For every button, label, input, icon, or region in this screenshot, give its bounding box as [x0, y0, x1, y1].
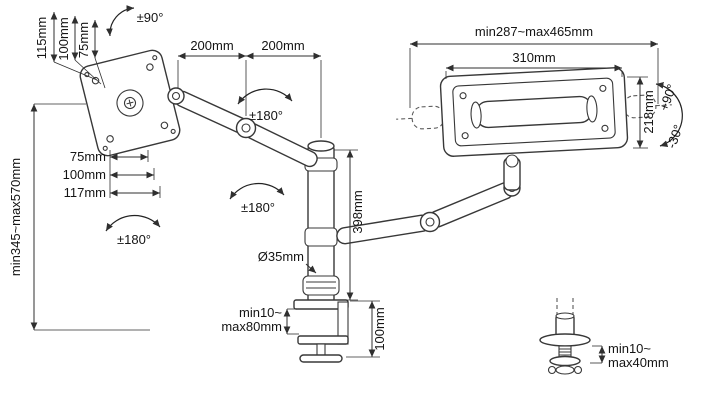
pole-diameter-label: Ø35mm: [258, 249, 304, 264]
mid-joint-rotation-label: ±180°: [241, 200, 275, 215]
vesa-dim-100-label: 100mm: [56, 17, 71, 60]
laptop-tray: [396, 67, 672, 157]
vesa-plate: [79, 49, 181, 157]
tray-width-label: 310mm: [512, 50, 555, 65]
vesa-dim-115-label: 115mm: [34, 17, 49, 59]
clamp-max-label: max80mm: [221, 319, 282, 334]
clamp-min-label: min10~: [239, 305, 282, 320]
mid-joint-arc: [229, 182, 285, 200]
clamp-knob: [299, 354, 343, 363]
tray-range-label: min287~max465mm: [475, 24, 593, 39]
rotation-arcs: [105, 5, 683, 232]
arm-segment2-label: 200mm: [261, 38, 304, 53]
grommet-flange: [539, 333, 591, 347]
vesa-swivel-arc: [105, 214, 161, 232]
grommet-max-label: max40mm: [608, 355, 669, 370]
grommet-washer: [549, 355, 581, 367]
top-joint-arc: [237, 88, 293, 105]
left-arm: [167, 87, 318, 168]
grommet-mount: [539, 298, 591, 375]
tilt-down-label: -30°: [664, 123, 686, 151]
tray-roller: [475, 95, 593, 129]
labels: ±90° 115mm 100mm 75mm 200mm 200mm min287…: [8, 10, 686, 370]
arm-segment1-label: 200mm: [190, 38, 233, 53]
vesa-dim-75-label: 75mm: [76, 22, 91, 58]
top-joint-rotation-label: ±180°: [249, 108, 283, 123]
tilt-up-label: +90°: [656, 82, 679, 113]
tray-depth-label: 218mm: [641, 90, 656, 133]
clamp-height-label: 100mm: [372, 307, 387, 350]
right-arm: [336, 154, 521, 245]
vesa-rotation-label: ±90°: [137, 10, 164, 25]
pole-height-label: 398mm: [350, 190, 365, 233]
grommet-min-label: min10~: [608, 341, 651, 356]
desk-clamp: [293, 299, 349, 363]
offset-117-label: 117mm: [64, 185, 106, 200]
dimension-lines: [30, 12, 659, 364]
vesa-rotation-arc: [106, 5, 135, 37]
vesa-swivel-label: ±180°: [117, 232, 151, 247]
offset-100-label: 100mm: [63, 167, 106, 182]
tray-tilt-arc: [655, 81, 683, 147]
height-range-label: min345~max570mm: [8, 158, 23, 276]
offset-75-label: 75mm: [70, 149, 106, 164]
